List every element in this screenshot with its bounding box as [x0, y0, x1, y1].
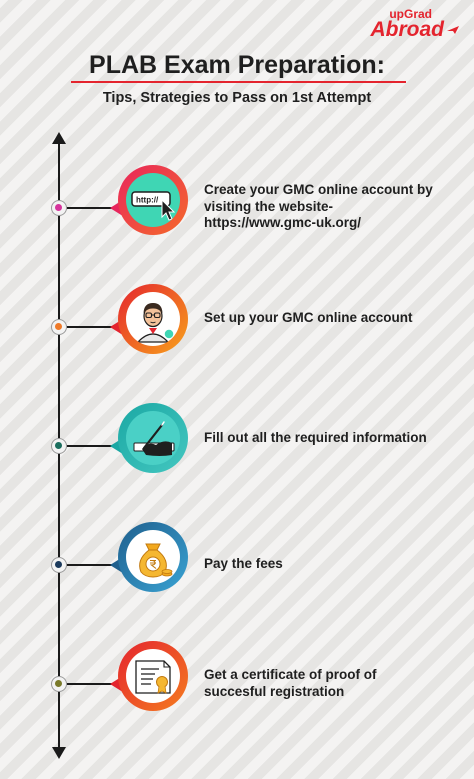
user-avatar-icon — [126, 292, 180, 346]
step-2-marker — [51, 319, 67, 335]
step-5-marker — [51, 676, 67, 692]
step-2-text: Set up your GMC online account — [204, 310, 413, 325]
page-subtitle: Tips, Strategies to Pass on 1st Attempt — [102, 90, 372, 106]
hand-writing-icon — [126, 411, 180, 465]
step-1-connector — [67, 207, 115, 209]
step-1-marker — [51, 200, 67, 216]
step-2: Set up your GMC online account — [0, 281, 474, 371]
rupee-money-bag-icon — [126, 530, 180, 584]
airplane-icon — [447, 26, 459, 34]
step-5-connector — [67, 683, 115, 685]
step-4-connector — [67, 564, 115, 566]
step-4-marker — [51, 557, 67, 573]
logo-line2-wrap: Abroad — [370, 18, 461, 41]
timeline-arrow-down-icon — [52, 747, 66, 759]
step-2-connector — [67, 326, 115, 328]
page-title: PLAB Exam Preparation: — [89, 51, 385, 79]
step-1-text: Create your GMC online account by visiti… — [204, 182, 433, 230]
url-bar-cursor-icon: http:// — [126, 173, 180, 227]
step-5: Get a certificate of proof of succesful … — [0, 638, 474, 728]
step-5-text: Get a certificate of proof of succesful … — [204, 667, 377, 699]
step-4: Pay the fees — [0, 519, 474, 609]
title-underline — [71, 81, 406, 83]
step-4-text: Pay the fees — [204, 556, 283, 571]
step-3-marker — [51, 438, 67, 454]
url-bar-text: http:// — [136, 196, 159, 205]
certificate-icon — [126, 649, 180, 703]
step-3: Fill out all the required information — [0, 400, 474, 490]
logo-line2: Abroad — [370, 18, 445, 41]
step-3-connector — [67, 445, 115, 447]
step-3-text: Fill out all the required information — [204, 430, 427, 445]
step-1: http:// Create your GMC online account b… — [0, 162, 474, 252]
logo-line1: upGrad — [389, 7, 432, 21]
upgrad-abroad-logo: upGrad Abroad — [371, 8, 461, 40]
